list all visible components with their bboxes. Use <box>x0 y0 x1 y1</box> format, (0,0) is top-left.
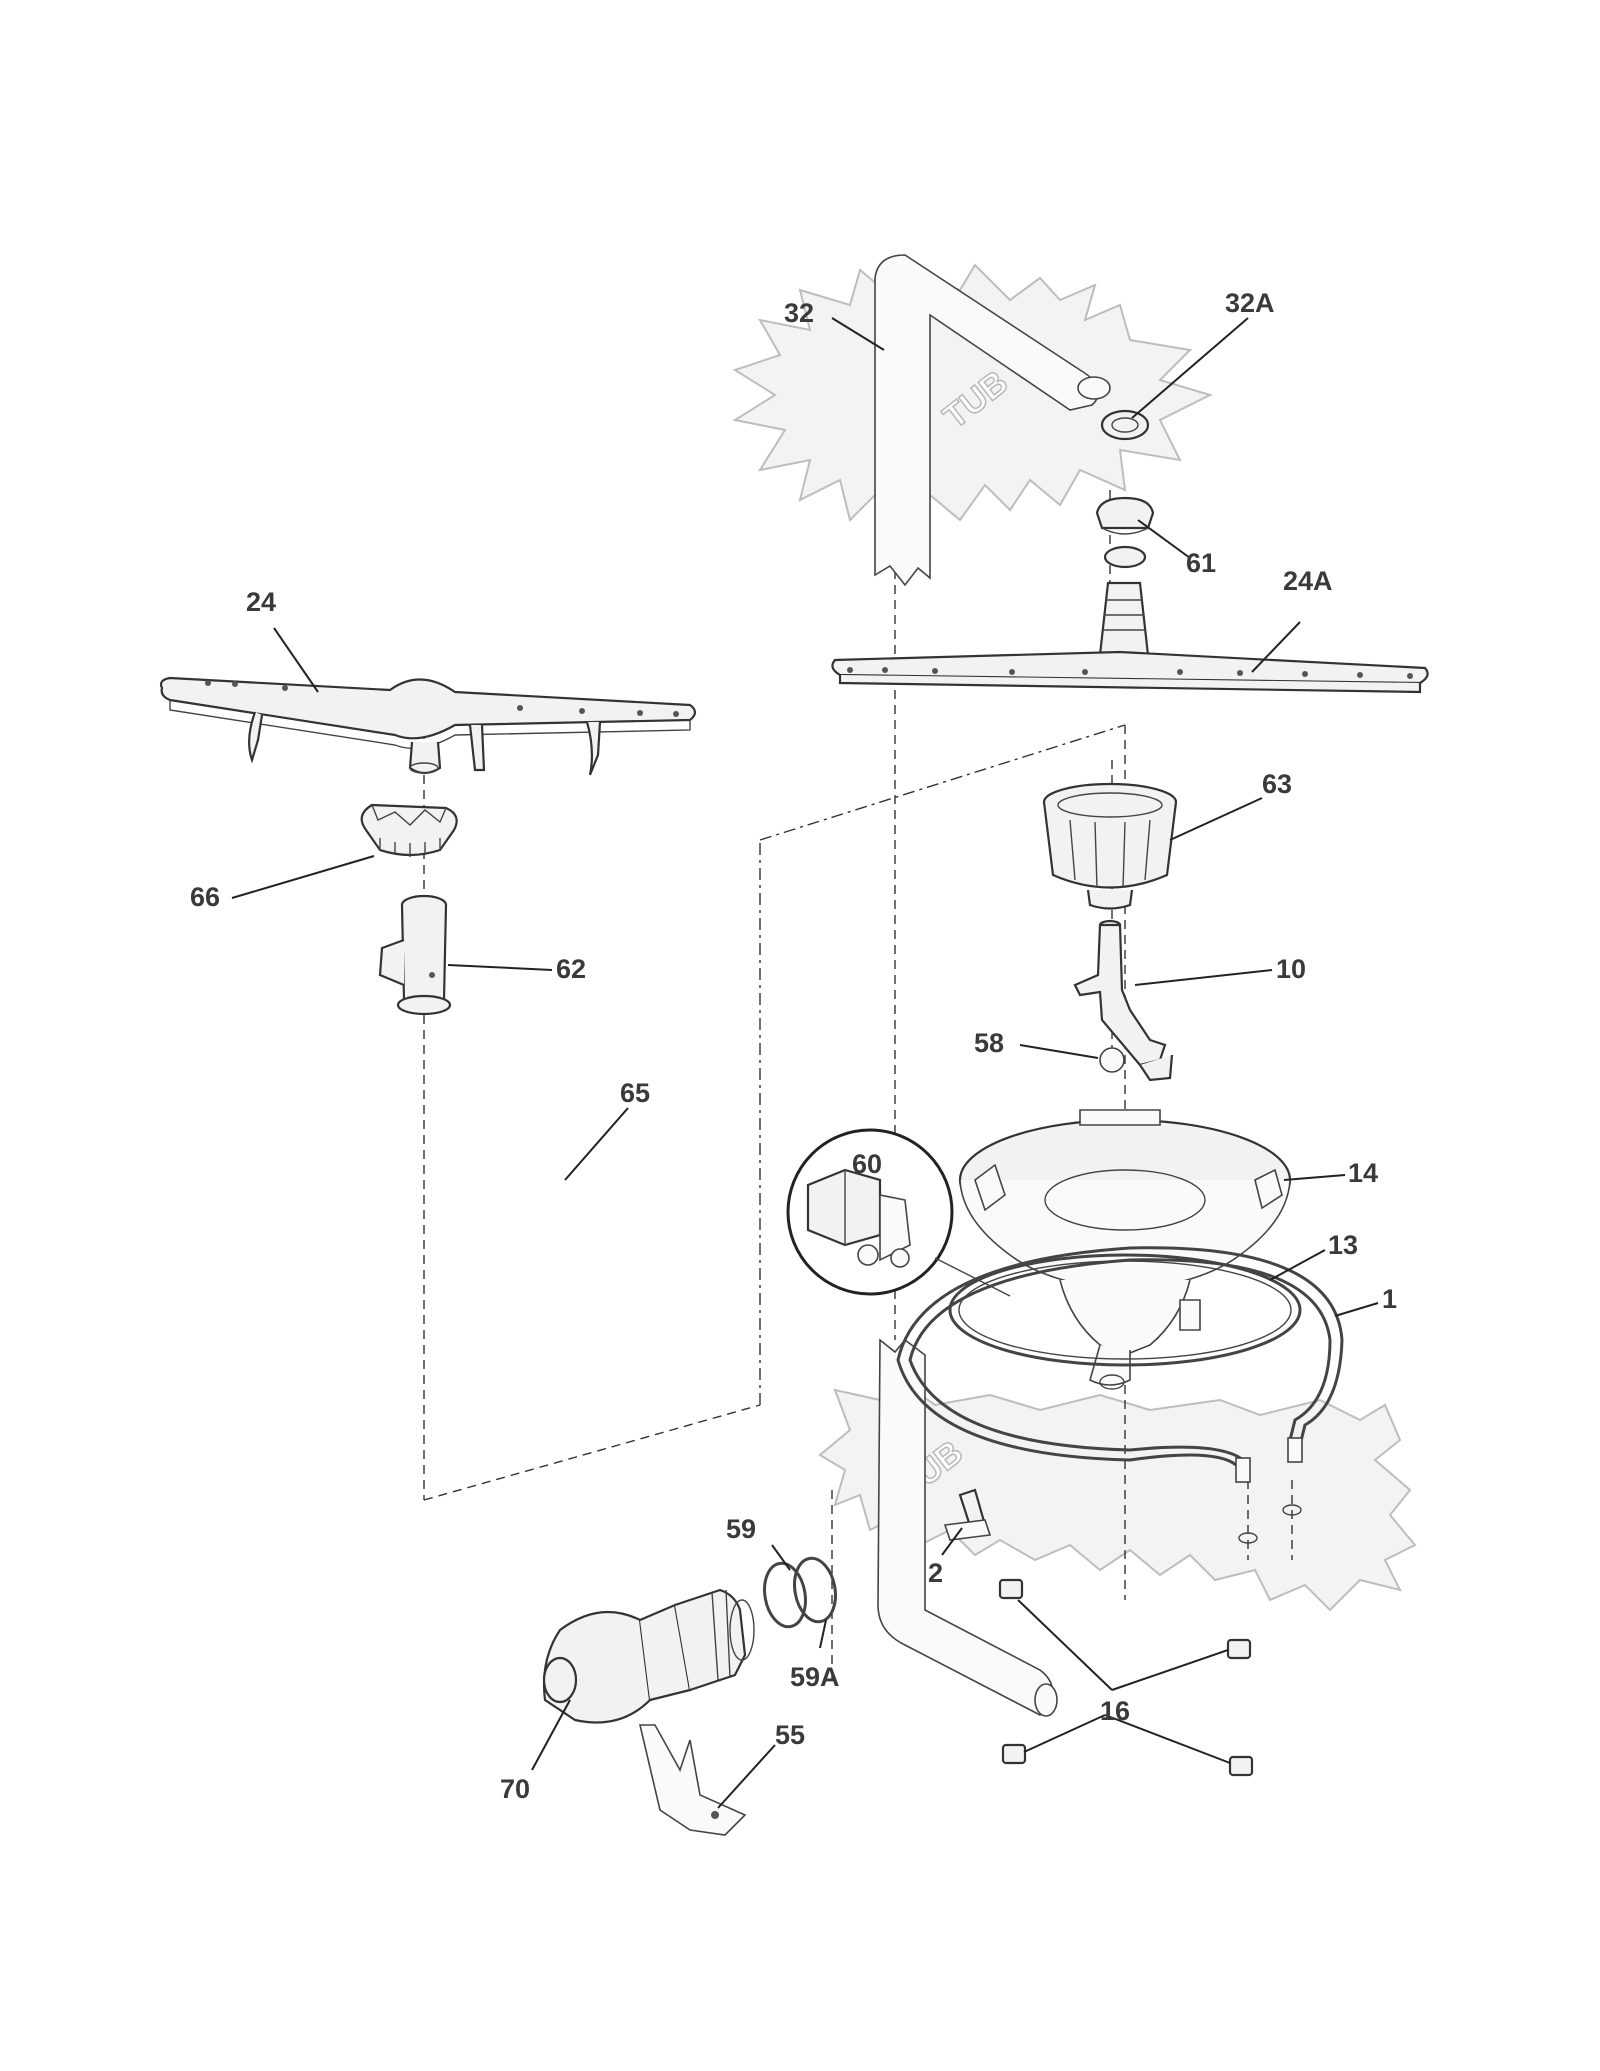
bracket-55 <box>638 1724 747 1836</box>
supply-tube-32 <box>874 254 1111 1717</box>
heating-element-1 <box>896 1246 1344 1544</box>
part-66 <box>360 803 458 857</box>
ball-58 <box>1099 1047 1125 1073</box>
lower-spray-arm-24 <box>159 676 697 776</box>
filter-63 <box>1042 782 1178 910</box>
callout-2: 2 <box>928 1558 943 1588</box>
callout-labels: 32 32A 61 24A 24 63 66 62 10 58 65 60 14… <box>190 288 1397 1804</box>
part-62 <box>378 894 452 1016</box>
clips-16 <box>998 1578 1254 1777</box>
part-10 <box>1073 919 1174 1082</box>
upper-tub-fragment: TUB <box>732 263 1213 527</box>
callout-66: 66 <box>190 882 220 912</box>
callout-16: 16 <box>1100 1696 1130 1726</box>
callout-32A: 32A <box>1225 288 1275 318</box>
pump-motor-70 <box>542 1588 755 1724</box>
callout-32: 32 <box>784 298 814 328</box>
callout-55: 55 <box>775 1720 805 1750</box>
nut-61 <box>1095 496 1155 569</box>
callout-10: 10 <box>1276 954 1306 984</box>
callout-59A: 59A <box>790 1662 840 1692</box>
callout-13: 13 <box>1328 1230 1358 1260</box>
callout-24: 24 <box>246 587 276 617</box>
callout-65: 65 <box>620 1078 650 1108</box>
callout-60: 60 <box>852 1149 882 1179</box>
callout-58: 58 <box>974 1028 1004 1058</box>
inset-detail-60 <box>786 1128 1011 1297</box>
callout-24A: 24A <box>1283 566 1333 596</box>
callout-59: 59 <box>726 1514 756 1544</box>
grommet-32A <box>1100 409 1150 441</box>
callout-61: 61 <box>1186 548 1216 578</box>
callout-62: 62 <box>556 954 586 984</box>
callout-63: 63 <box>1262 769 1292 799</box>
o-rings-59 <box>763 1556 837 1629</box>
callout-70: 70 <box>500 1774 530 1804</box>
callout-1: 1 <box>1382 1284 1397 1314</box>
leader-lines <box>231 317 1379 1809</box>
callout-14: 14 <box>1348 1158 1378 1188</box>
upper-spray-arm-24A <box>831 581 1429 694</box>
